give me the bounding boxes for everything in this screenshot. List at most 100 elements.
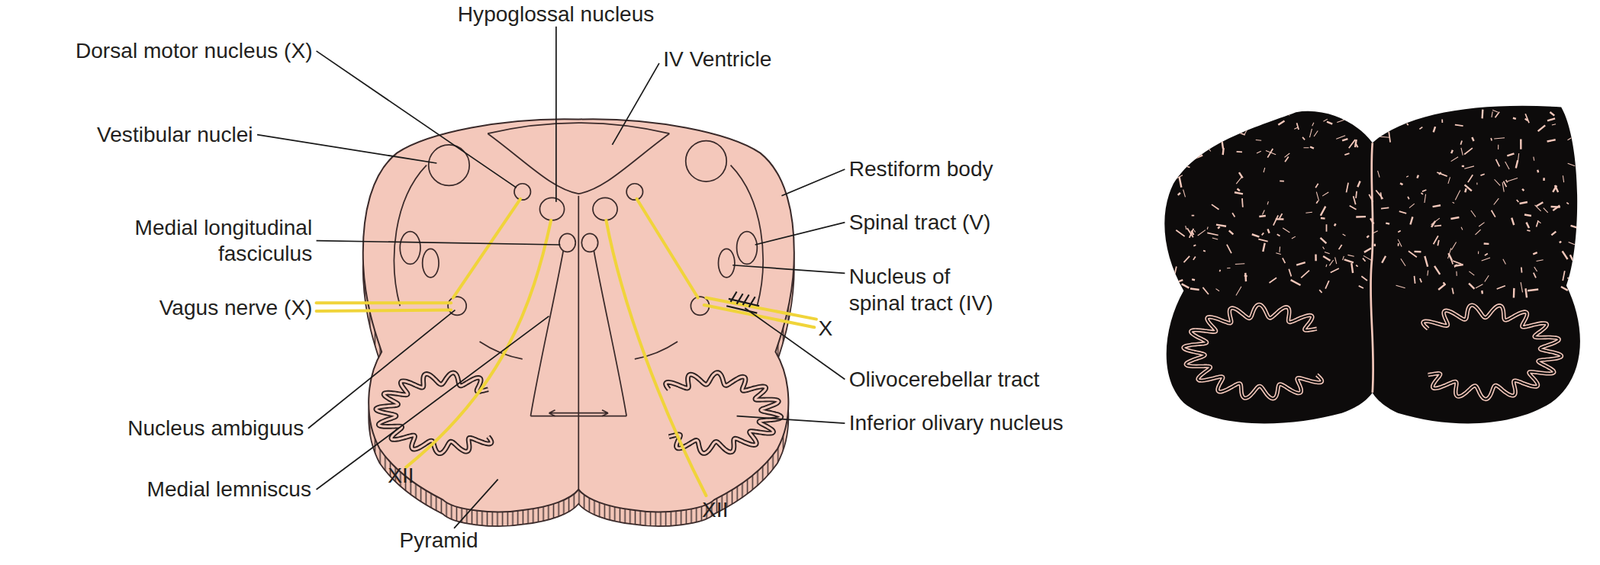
stain-speck [1536,170,1539,174]
stain-speck [1294,127,1298,129]
stain-speck [1336,119,1344,123]
stain-speck [1385,223,1390,225]
stain-speck [1319,289,1322,293]
stain-speck [1258,239,1268,242]
stain-speck [1455,125,1464,127]
stain-speck [1278,121,1285,126]
stain-speck [1525,113,1530,123]
stain-speck [1203,250,1206,253]
structure-label: Hypoglossal nucleus [457,0,655,28]
stain-speck [1493,138,1505,139]
stain-speck [1536,260,1544,262]
stain-speck [1471,137,1474,142]
stain-speck [1506,180,1508,183]
medial-lemniscus-outline [593,251,627,417]
stain-speck [1400,183,1403,185]
stain-speck [1434,266,1440,275]
stain-speck [1490,138,1492,142]
stain-speck [1235,263,1245,265]
stain-speck [1410,216,1413,225]
stain-speck [1255,139,1262,142]
stain-speck [1175,175,1183,180]
stain-speck [1279,213,1283,219]
stain-speck [1468,283,1475,290]
stain-speck [1344,153,1349,155]
stain-speck [1375,190,1383,200]
stain-speck [1480,290,1484,294]
structure-label: Nucleus of spinal tract (IV) [849,263,1005,317]
stain-speck [1278,246,1281,252]
stain-speck [1552,185,1557,192]
stain-speck [1181,163,1185,171]
stain-speck [1494,179,1501,186]
stain-speck [1211,204,1220,210]
stain-speck [1434,225,1442,227]
stain-speck [1561,286,1568,291]
olive-ribbon [1183,304,1322,399]
stain-speck [1460,140,1462,145]
stain-speck [1414,251,1422,254]
stain-speck [1334,109,1336,115]
stain-speck [1475,284,1483,289]
stain-speck [1279,180,1285,182]
stain-speck [1406,123,1409,126]
stain-speck [1549,112,1555,116]
stain-speck [1461,165,1465,168]
leader-line [732,265,845,274]
stain-speck [1397,243,1400,247]
medulla-outline [363,119,795,512]
hypoglossal-nucleus [592,197,618,220]
stain-speck [1229,230,1234,235]
stain-speck [1342,234,1346,236]
stain-speck [1357,180,1360,187]
stain-speck [1191,231,1194,236]
stain-speck [1291,236,1296,239]
stain-speck [1221,116,1225,121]
stain-speck [1217,226,1221,229]
stain-speck [1262,210,1266,216]
stain-speck [1567,277,1570,281]
stain-speck [1496,286,1506,290]
stain-speck [1371,231,1378,235]
vestibular-nucleus [685,141,727,183]
stain-speck [1503,259,1507,265]
stain-speck [1303,147,1310,149]
stain-speck [1250,122,1258,124]
leader-line [755,222,846,245]
stain-speck [1481,257,1491,261]
stain-speck [1437,240,1440,246]
vagus-fibre [453,199,521,299]
stain-speck [1313,131,1318,137]
stain-speck [1325,280,1330,290]
stain-speck [1282,228,1290,233]
stain-speck [1432,205,1441,207]
stain-speck [1363,255,1373,261]
olive-ribbon [1422,305,1562,400]
stain-speck [1349,206,1357,210]
stain-speck [1236,151,1243,153]
stain-speck [1399,211,1407,214]
stain-speck [1226,122,1231,131]
stain-speck [1236,189,1240,192]
leader-line [737,416,846,424]
stain-speck [1236,110,1242,117]
stain-speck [1194,230,1195,233]
stain-speck [1368,194,1373,203]
stain-speck [1355,215,1366,219]
stain-speck [1452,260,1462,264]
stain-speck [1239,172,1243,178]
stain-speck [1513,288,1516,299]
stained-section [1164,106,1581,425]
stain-speck [1409,203,1415,208]
stain-speck [1305,212,1312,213]
stain-speck [1368,128,1374,132]
stain-speck [1416,175,1419,179]
stain-speck [1516,160,1518,168]
stain-speck [1464,166,1475,169]
leader-line [555,26,557,203]
stain-speck [1525,288,1527,298]
stain-speck [1406,176,1409,178]
stain-speck [1503,181,1507,187]
stain-speck [1236,286,1242,297]
stain-speck [1451,242,1456,251]
